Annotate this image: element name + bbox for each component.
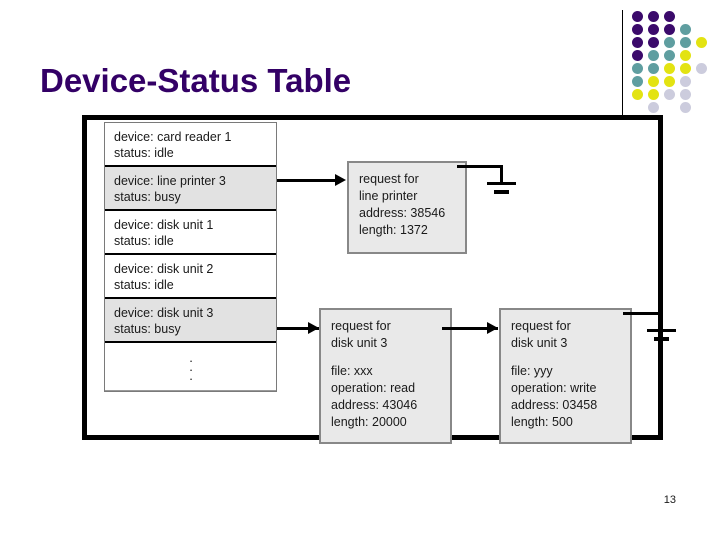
logo-dot [632, 11, 643, 22]
status-label: status: busy [114, 190, 181, 204]
logo-dot [648, 102, 659, 113]
logo-dot [680, 24, 691, 35]
logo-dot [648, 37, 659, 48]
request-length: length: 20000 [331, 415, 407, 429]
table-row[interactable]: device: disk unit 2 status: idle [105, 255, 276, 299]
spacer [331, 352, 440, 363]
request-file: file: yyy [511, 364, 553, 378]
logo-dot [696, 63, 707, 74]
logo-dot [664, 37, 675, 48]
page-number: 13 [663, 494, 676, 506]
logo-dot [664, 89, 675, 100]
logo-dot [632, 76, 643, 87]
ground-bar-large-line-printer [487, 182, 516, 185]
dot-grid-logo [632, 11, 716, 115]
logo-dot [648, 50, 659, 61]
spacer [511, 352, 620, 363]
logo-dot [648, 89, 659, 100]
arrow-head-disk-request-chain [487, 322, 498, 334]
device-label: device: disk unit 1 [114, 218, 214, 232]
ground-bar-small-disk-unit-3-b [654, 337, 669, 341]
logo-dot [680, 37, 691, 48]
logo-dot [648, 63, 659, 74]
ground-lead-disk-unit-3-b [623, 312, 663, 315]
request-title-line2: disk unit 3 [511, 336, 568, 350]
status-label: status: idle [114, 278, 174, 292]
request-box-disk-unit-3-a[interactable]: request for disk unit 3 file: xxx operat… [319, 308, 452, 444]
request-operation: operation: write [511, 381, 597, 395]
device-label: device: line printer 3 [114, 174, 226, 188]
status-label: status: busy [114, 322, 181, 336]
request-operation: operation: read [331, 381, 416, 395]
logo-dot [648, 24, 659, 35]
logo-dot [680, 89, 691, 100]
logo-dot [680, 76, 691, 87]
logo-dot [632, 37, 643, 48]
table-row[interactable]: device: disk unit 1 status: idle [105, 211, 276, 255]
logo-dot [632, 50, 643, 61]
request-title-line2: disk unit 3 [331, 336, 388, 350]
logo-dot [696, 37, 707, 48]
ground-bar-small-line-printer [494, 190, 509, 194]
device-label: device: disk unit 2 [114, 262, 214, 276]
request-address: address: 38546 [359, 206, 446, 220]
device-status-table: device: card reader 1 status: idle devic… [104, 122, 277, 392]
logo-dot [680, 50, 691, 61]
request-file: file: xxx [331, 364, 373, 378]
logo-dot [680, 63, 691, 74]
logo-dot [632, 24, 643, 35]
logo-dot [664, 63, 675, 74]
request-length: length: 1372 [359, 223, 428, 237]
connector-disk-unit-3 [277, 327, 319, 330]
request-address: address: 03458 [511, 398, 598, 412]
request-title-line1: request for [331, 319, 391, 333]
status-label: status: idle [114, 234, 174, 248]
request-length: length: 500 [511, 415, 573, 429]
device-label: device: card reader 1 [114, 130, 232, 144]
diagram-frame: device: card reader 1 status: idle devic… [82, 115, 676, 444]
page-title: Device-Status Table [40, 62, 352, 99]
logo-dot [664, 76, 675, 87]
logo-dot [680, 102, 691, 113]
connector-disk-request-chain [442, 327, 498, 330]
ground-bar-large-disk-unit-3-b [647, 329, 676, 332]
arrow-head-disk-unit-3 [308, 322, 319, 334]
status-label: status: idle [114, 146, 174, 160]
ground-lead-line-printer [457, 165, 503, 168]
connector-line-printer [277, 179, 336, 182]
request-box-disk-unit-3-b[interactable]: request for disk unit 3 file: yyy operat… [499, 308, 632, 444]
request-title-line1: request for [359, 172, 419, 186]
logo-dot [648, 11, 659, 22]
logo-dot [648, 76, 659, 87]
table-row[interactable]: device: disk unit 3 status: busy [105, 299, 276, 343]
logo-dot [632, 89, 643, 100]
logo-dot [664, 50, 675, 61]
device-label: device: disk unit 3 [114, 306, 214, 320]
ground-drop-disk-unit-3-b [660, 312, 663, 331]
logo-dot [664, 24, 675, 35]
request-address: address: 43046 [331, 398, 418, 412]
logo-dot [664, 11, 675, 22]
table-row-continuation: ... [105, 343, 276, 391]
vertical-ellipsis-icon: ... [189, 350, 193, 383]
table-row[interactable]: device: card reader 1 status: idle [105, 123, 276, 167]
table-row[interactable]: device: line printer 3 status: busy [105, 167, 276, 211]
logo-dot [632, 63, 643, 74]
ground-drop-line-printer [500, 165, 503, 184]
request-box-line-printer[interactable]: request for line printer address: 38546 … [347, 161, 467, 254]
request-title-line1: request for [511, 319, 571, 333]
arrow-head-line-printer [335, 174, 346, 186]
logo-divider-line [622, 10, 623, 116]
request-title-line2: line printer [359, 189, 418, 203]
